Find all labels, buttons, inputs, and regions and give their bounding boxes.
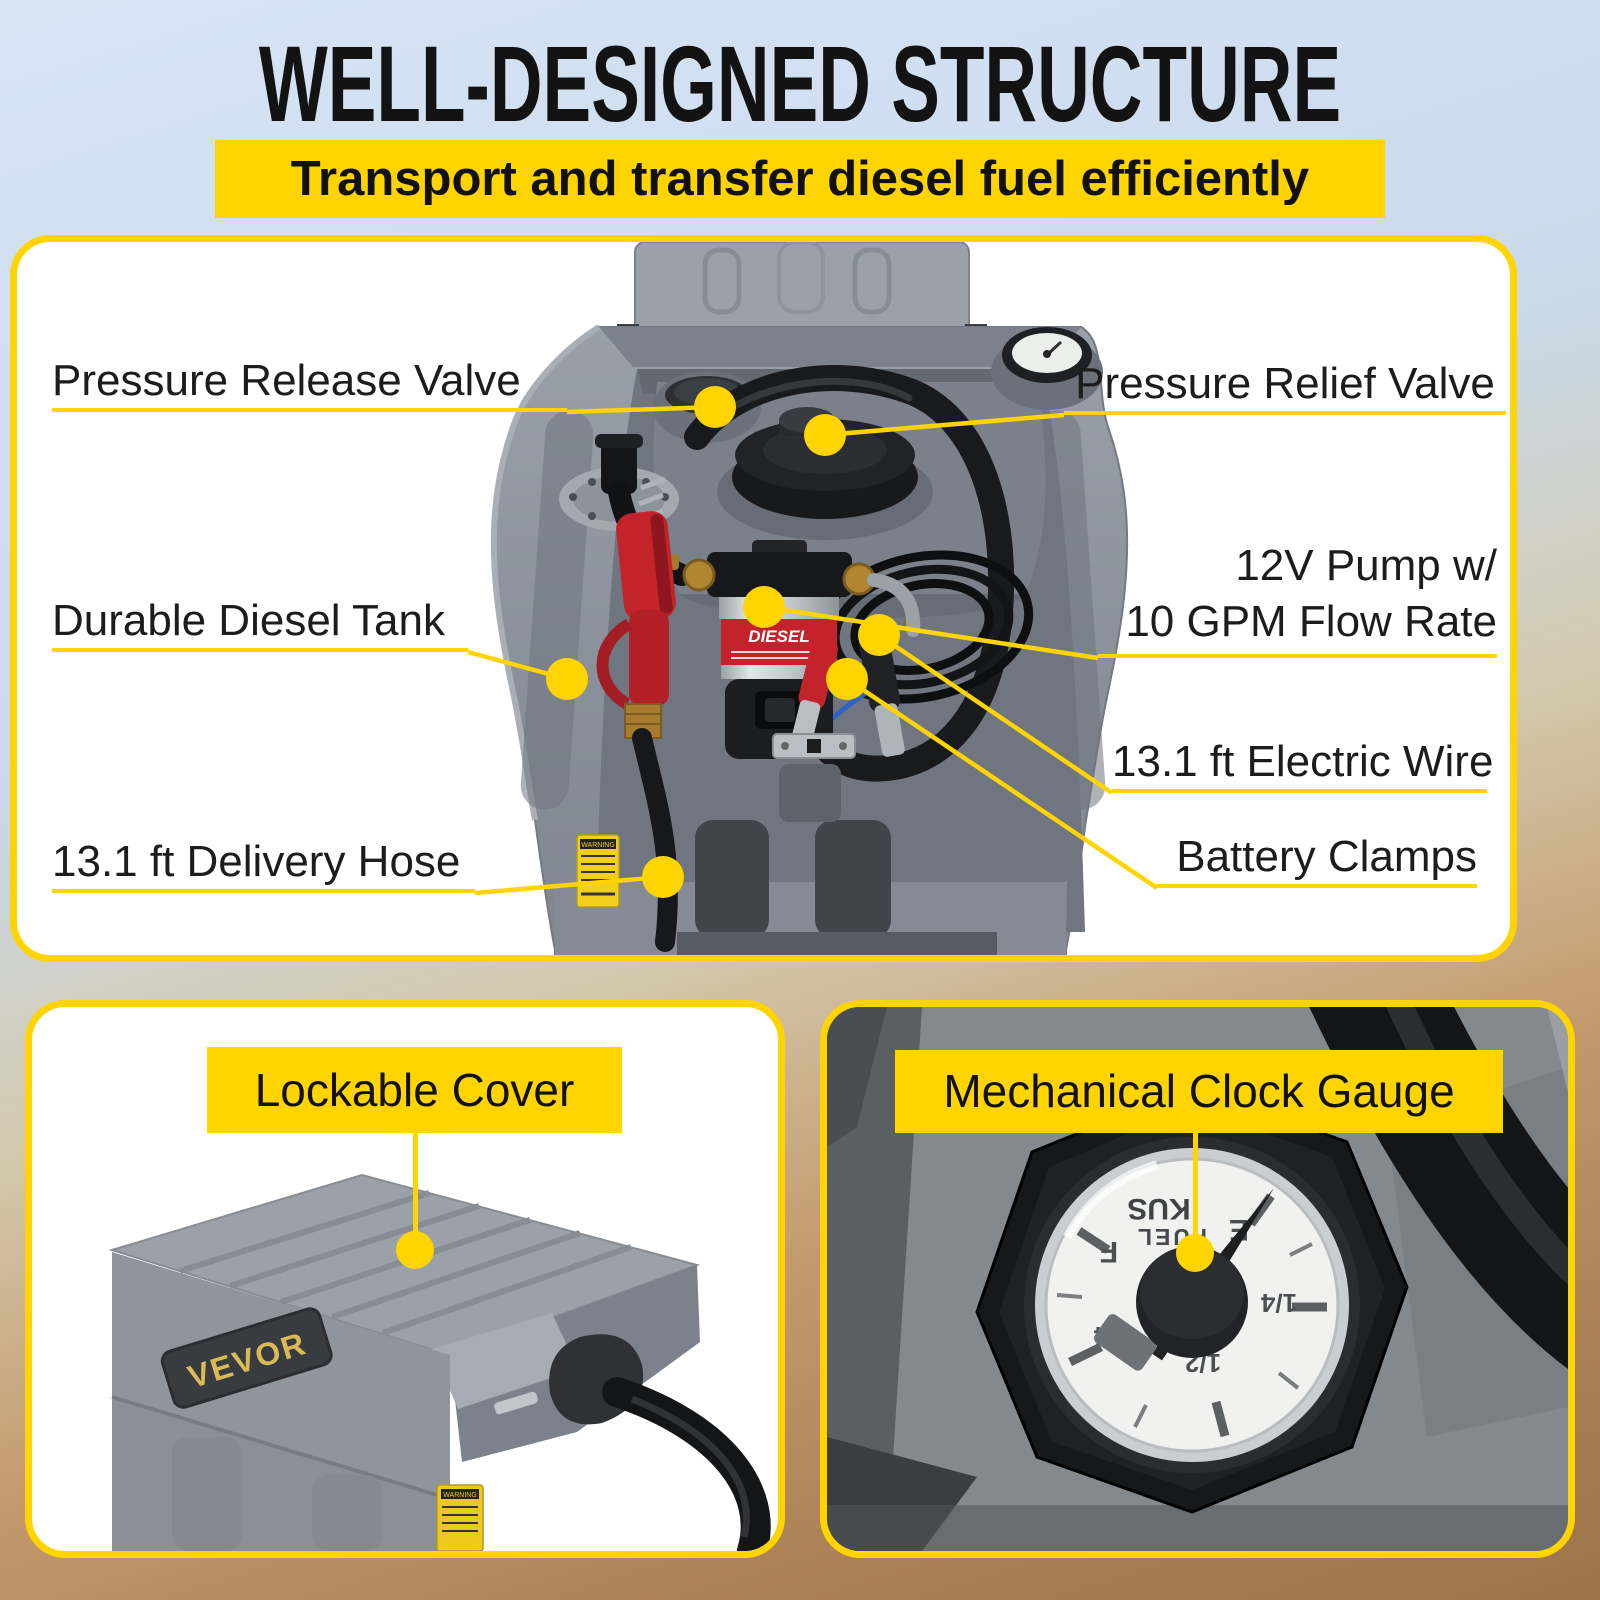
callout-leader-lines [467, 404, 1159, 896]
lockable-cover-leader-line [413, 1133, 418, 1253]
callout-electric-wire: 13.1 ft Electric Wire [1112, 735, 1493, 793]
main-structure-panel: DIESEL [10, 235, 1517, 962]
lockable-cover-panel: VEVOR WARNING Lockable Cover [25, 1000, 785, 1558]
gauge-full-mark: F [1100, 1235, 1118, 1268]
callout-delivery-hose: 13.1 ft Delivery Hose [52, 835, 475, 893]
gauge-leader-line [1193, 1133, 1198, 1255]
floor-bracket [772, 733, 856, 822]
cover-latch-step [432, 1313, 578, 1409]
callout-12v-pump: 12V Pump w/ 10 GPM Flow Rate [1098, 538, 1497, 658]
latch [494, 1391, 538, 1415]
mechanical-clock-gauge: KUS FUEL E F 1/4 1/2 3/4 [975, 1085, 1409, 1514]
diesel-tank-top-view-photo: DIESEL [467, 242, 1159, 955]
side-hose [602, 1377, 771, 1551]
subtitle-banner: Transport and transfer diesel fuel effic… [215, 140, 1385, 218]
open-lid [617, 242, 987, 339]
warning-sticker-small: WARNING [436, 1484, 484, 1551]
tank-edge-shadow [827, 1007, 922, 1551]
callout-pressure-relief-valve: Pressure Relief Valve [1064, 357, 1506, 415]
callout-battery-clamps: Battery Clamps [1157, 830, 1477, 888]
callout-pressure-release-valve: Pressure Release Valve [52, 354, 567, 412]
gauge-brand-text: KUS [1127, 1192, 1190, 1225]
gauge-dot [1176, 1234, 1214, 1272]
tank-top-gauge [991, 327, 1103, 410]
warning-sticker-text: WARNING [581, 842, 615, 849]
mechanical-clock-gauge-label: Mechanical Clock Gauge [895, 1050, 1503, 1133]
pump-diesel-label: DIESEL [748, 627, 809, 646]
callout-pump-line2: 10 GPM Flow Rate [1125, 597, 1497, 646]
callout-pump-line1: 12V Pump w/ [1235, 541, 1497, 590]
callout-dots [546, 386, 900, 898]
clock-gauge-panel: KUS FUEL E F 1/4 1/2 3/4 Mechanical Cloc… [820, 1000, 1575, 1558]
gauge-closeup-photo: KUS FUEL E F 1/4 1/2 3/4 [827, 1007, 1568, 1551]
page-title: WELL-DESIGNED STRUCTURE [258, 24, 1342, 145]
warning-sticker: WARNING [576, 834, 620, 908]
hose-shadow [1309, 1007, 1568, 1369]
lockable-cover-label: Lockable Cover [207, 1047, 622, 1133]
lockable-cover-dot [396, 1231, 434, 1269]
fuel-nozzle [596, 476, 678, 952]
callout-durable-diesel-tank: Durable Diesel Tank [52, 594, 468, 652]
gauge-quarter-mark: 1/4 [1260, 1288, 1297, 1318]
warning-sticker-small-text: WARNING [443, 1492, 477, 1499]
